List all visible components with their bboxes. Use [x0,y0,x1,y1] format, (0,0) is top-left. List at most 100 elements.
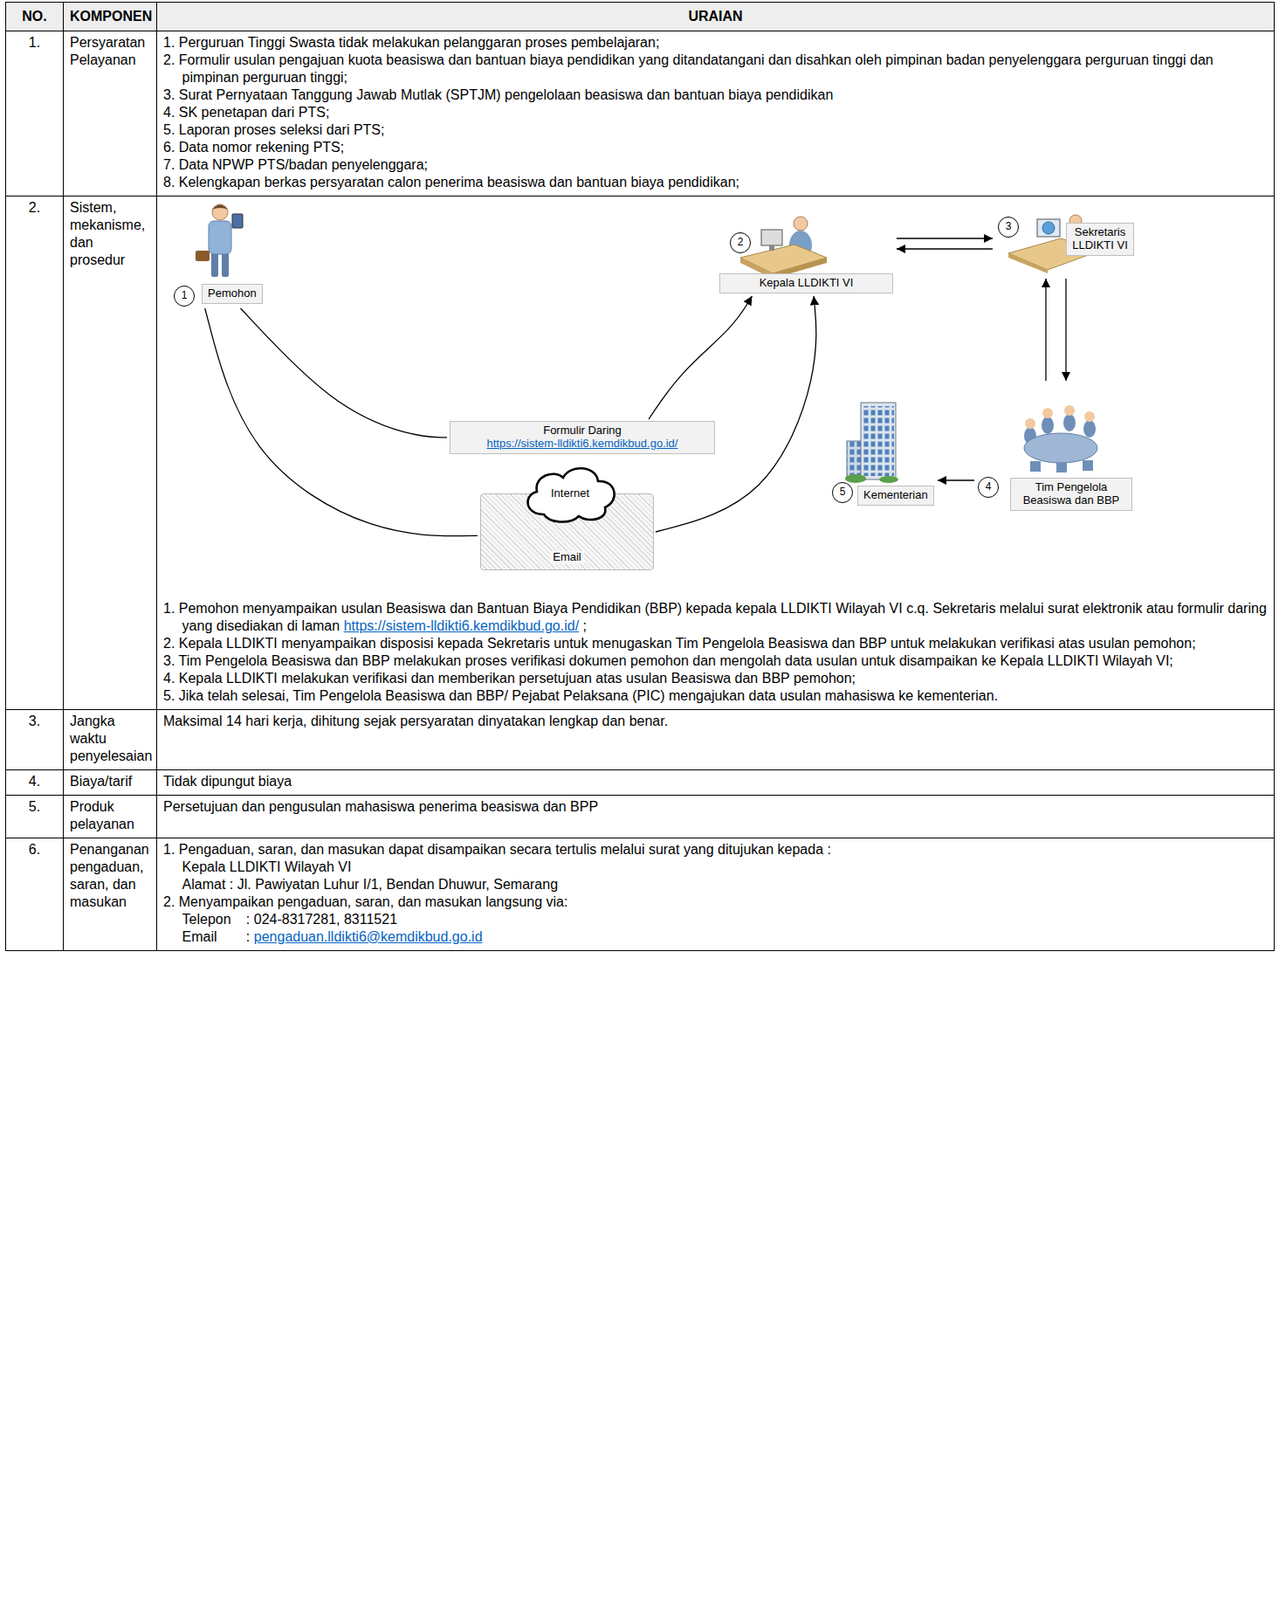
text-line: 3. Tim Pengelola Beasiswa dan BBP melaku… [163,652,1268,670]
table-text: Penanganan pengaduan, saran, dan masukan [69,841,150,909]
table-text: 4. Kepala LLDIKTI melakukan verifikasi d… [163,670,856,686]
table-cell: 6. [6,838,64,951]
text-line: 1. Pemohon menyampaikan usulan Beasiswa … [163,599,1268,635]
text-line: 7. Data NPWP PTS/badan penyelenggara; [163,156,1268,174]
table-text: Produk pelayanan [69,798,135,832]
table-text: Persetujuan dan pengusulan mahasiswa pen… [163,798,599,814]
table-cell: Persetujuan dan pengusulan mahasiswa pen… [157,795,1275,839]
table-text: URAIAN [687,8,743,24]
secretary-desk-figure [1042,221,1055,234]
table-text: Sistem, mekanisme, dan prosedur [69,199,145,268]
flow-connector [655,295,817,532]
table-cell: Tidak dipungut biaya [157,770,1275,796]
text-line: Produk pelayanan [69,797,151,833]
text-line: 6. [12,840,57,859]
table-text: 5. [28,798,41,814]
text-line: Persyaratan Pelayanan [69,34,151,69]
text-line: 3. Surat Pernyataan Tanggung Jawab Mutla… [163,86,1268,104]
secretary-desk-figure [1037,219,1060,237]
ministry-building [860,402,896,480]
secretary-node: Sekretaris LLDIKTI VI3 [996,209,1135,276]
flow-connector [1065,278,1066,381]
text-line: Maksimal 14 hari kerja, dihitung sejak p… [163,712,1268,730]
table-cell: 4. [6,770,64,796]
text-line: 2. Kepala LLDIKTI menyampaikan disposisi… [163,634,1268,653]
team-meeting-figure [1082,460,1094,471]
text-line: Sistem, mekanisme, dan prosedur [69,199,151,269]
table-text: 1. [28,34,41,50]
text-line: Telepon: 024-8317281, 8311521 [163,910,1268,929]
team-meeting-figure [1024,405,1098,473]
ministry-building [846,440,863,480]
text-line: 3. [12,712,57,730]
link-text: https://sistem-lldikti6.kemdikbud.go.id/ [455,437,709,451]
applicant-figure [232,213,243,228]
text-line: 4. SK penetapan dari PTS; [163,103,1268,122]
secretary-desk-figure [1008,253,1048,274]
text-line: Alamat : Jl. Pawiyatan Luhur I/1, Bendan… [163,875,1268,894]
service-table: NO. KOMPONEN URAIAN 1. Persyaratan Pelayanan… [5,1,1275,951]
link-text: pengaduan.lldikti6@kemdikbud.go.id [254,928,483,944]
text-line: 6. Data nomor rekening PTS; [163,138,1268,157]
head-desk-figure [740,216,827,279]
table-cell: 1. Pengaduan, saran, dan masukan dapat d… [157,838,1275,951]
text-line: 5. Jika telah selesai, Tim Pengelola Bea… [163,687,1268,705]
header-cell: KOMPONEN [63,2,158,32]
head-desk-figure [793,216,808,231]
head-node: Kepala LLDIKTI VI 2 [716,205,894,294]
text-line: 5. Laporan proses seleksi dari PTS; [163,121,1268,139]
team-meeting-figure [1041,416,1054,434]
text-line: 1. Pengaduan, saran, dan masukan dapat d… [163,840,1268,859]
connectors [157,196,1274,595]
table-text: 4. [28,773,41,789]
table-cell: Penanganan pengaduan, saran, dan masukan [63,838,158,951]
node-label: Tim Pengelola Beasiswa dan BBP [1010,477,1133,511]
table-text: Maksimal 14 hari kerja, dihitung sejak p… [163,713,668,729]
table-cell: 3. [6,709,64,771]
table-text: KOMPONEN [69,8,152,24]
table-text: 6. [28,841,41,857]
text-line: Biaya/tarif [69,772,151,791]
table-text: 1. Perguruan Tinggi Swasta tidak melakuk… [163,34,660,50]
table-text: 4. SK penetapan dari PTS; [163,104,330,120]
callout-number: 3 [997,216,1019,238]
flow-connector [896,237,993,239]
text-line: 8. Kelengkapan berkas persyaratan calon … [163,173,1268,192]
table-text: Alamat : Jl. Pawiyatan Luhur I/1, Bendan… [182,876,558,892]
node-label: Kepala LLDIKTI VI [719,273,894,294]
node-label: Kementerian [857,485,935,506]
applicant-figure [208,220,232,255]
callout-number: 4 [977,476,999,498]
ministry-node: Kementerian5 [832,397,935,506]
link-text: https://sistem-lldikti6.kemdikbud.go.id/ [343,618,579,633]
table-text: Persyaratan Pelayanan [69,34,145,68]
applicant-figure [212,205,228,211]
team-meeting-figure [1084,411,1095,422]
node-label: Email [550,550,585,564]
text-line: 2. Menyampaikan pengaduan, saran, dan ma… [163,893,1268,911]
table-cell: 2. [6,196,64,710]
team-meeting-figure [1024,433,1098,463]
text-line: Penanganan pengaduan, saran, dan masukan [69,840,151,911]
table-cell: Persyaratan Pelayanan [63,31,158,197]
text-line: NO. [12,7,57,26]
table-text: 6. Data nomor rekening PTS; [163,139,344,155]
callout-number: 2 [729,232,751,254]
head-desk-figure [761,229,783,246]
table-cell: Produk pelayanan [63,795,158,839]
text-line: 2. Formulir usulan pengajuan kuota beasi… [163,51,1268,87]
head-desk-figure [769,245,775,251]
table-text: 3. [28,713,41,729]
flow-connector [205,308,478,537]
text-line: Jangka waktu penyelesaian [69,712,151,765]
header-cell: NO. [6,2,64,32]
text-line: 1. Perguruan Tinggi Swasta tidak melakuk… [163,34,1268,52]
flow-connector [937,479,975,481]
table-text: 5. Laporan proses seleksi dari PTS; [163,122,385,138]
applicant-node: Pemohon1 [173,196,263,307]
text-line: Persetujuan dan pengusulan mahasiswa pen… [163,797,1268,816]
table-cell: 5. [6,795,64,839]
table-text: Kepala LLDIKTI Wilayah VI [182,859,352,874]
team-meeting-figure [1064,405,1075,416]
table-text: 5. Jika telah selesai, Tim Pengelola Bea… [163,687,998,703]
